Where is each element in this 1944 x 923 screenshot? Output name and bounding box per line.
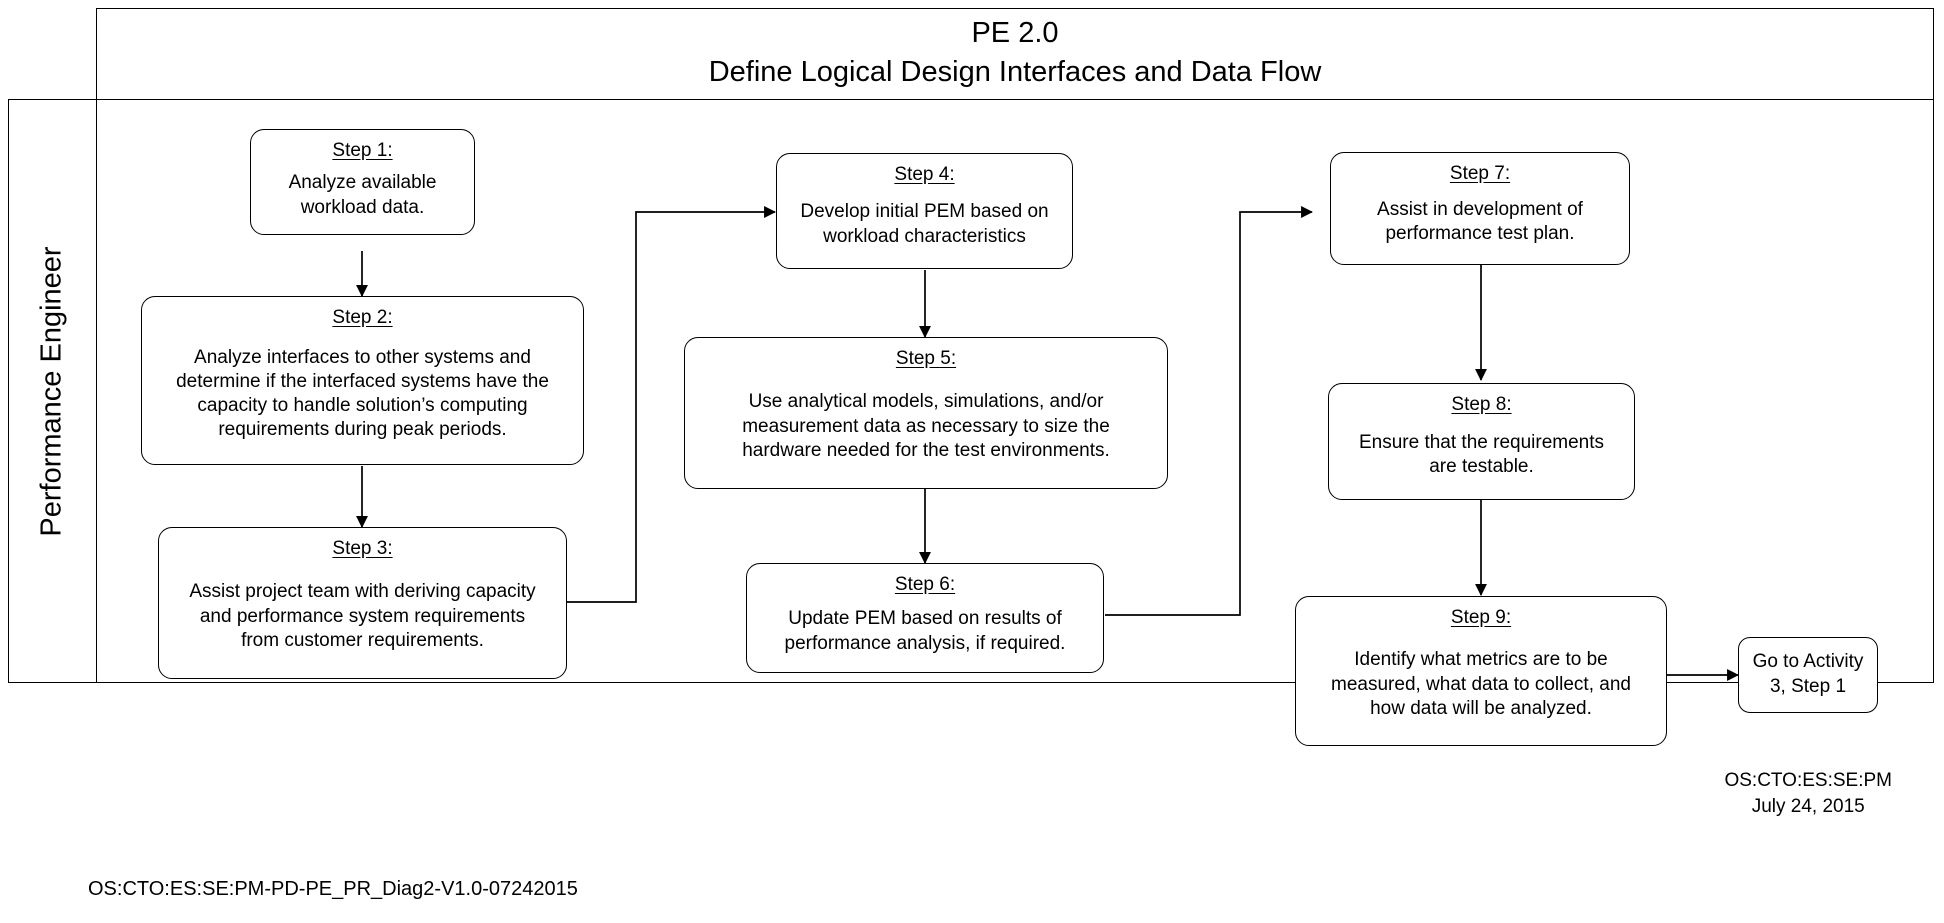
node-step9-title: Step 9: bbox=[1450, 607, 1512, 628]
node-step3-title: Step 3: bbox=[332, 538, 393, 559]
node-step6-body: Update PEM based on results of performan… bbox=[784, 608, 1066, 654]
node-step3[interactable]: Step 3: Assist project team with derivin… bbox=[158, 527, 567, 679]
document-stamp-bottom: OS:CTO:ES:SE:PM-PD-PE_PR_Diag2-V1.0-0724… bbox=[88, 878, 578, 900]
page-title: PE 2.0 Define Logical Design Interfaces … bbox=[96, 14, 1934, 92]
swimlane-label: Performance Engineer bbox=[8, 99, 96, 683]
node-step1-body: Analyze available workload data. bbox=[288, 172, 437, 218]
node-step9[interactable]: Step 9: Identify what metrics are to be … bbox=[1295, 596, 1667, 746]
node-step7[interactable]: Step 7: Assist in development of perform… bbox=[1330, 152, 1630, 265]
node-step5-body: Use analytical models, simulations, and/… bbox=[742, 391, 1110, 461]
node-step2-title: Step 2: bbox=[332, 307, 393, 328]
node-step4[interactable]: Step 4: Develop initial PEM based on wor… bbox=[776, 153, 1073, 269]
node-step4-title: Step 4: bbox=[894, 164, 955, 185]
node-step1-title: Step 1: bbox=[332, 140, 393, 161]
node-step1[interactable]: Step 1: Analyze available workload data. bbox=[250, 129, 475, 235]
swimlane-label-text: Performance Engineer bbox=[35, 245, 68, 537]
node-step2-body: Analyze interfaces to other systems and … bbox=[176, 346, 549, 441]
node-step7-title: Step 7: bbox=[1449, 163, 1511, 184]
node-step8-title: Step 8: bbox=[1451, 394, 1512, 415]
title-frame bbox=[96, 8, 1934, 100]
swimlane-divider bbox=[96, 99, 97, 683]
document-stamp-right: OS:CTO:ES:SE:PM July 24, 2015 bbox=[1724, 770, 1892, 817]
node-go-to-activity[interactable]: Go to Activity 3, Step 1 bbox=[1738, 637, 1878, 713]
title-line-2: Define Logical Design Interfaces and Dat… bbox=[708, 55, 1322, 88]
node-step3-body: Assist project team with deriving capaci… bbox=[189, 581, 536, 651]
node-step5-title: Step 5: bbox=[895, 348, 957, 369]
node-step7-body: Assist in development of performance tes… bbox=[1377, 198, 1583, 245]
title-line-1: PE 2.0 bbox=[971, 17, 1059, 49]
node-step2[interactable]: Step 2: Analyze interfaces to other syst… bbox=[141, 296, 584, 465]
node-step8[interactable]: Step 8: Ensure that the requirements are… bbox=[1328, 383, 1635, 500]
node-step6[interactable]: Step 6: Update PEM based on results of p… bbox=[746, 563, 1104, 673]
node-step6-title: Step 6: bbox=[894, 574, 956, 595]
node-step9-body: Identify what metrics are to be measured… bbox=[1331, 649, 1631, 719]
node-step8-body: Ensure that the requirements are testabl… bbox=[1358, 431, 1605, 478]
node-step5[interactable]: Step 5: Use analytical models, simulatio… bbox=[684, 337, 1168, 489]
node-step4-body: Develop initial PEM based on workload ch… bbox=[800, 201, 1049, 247]
